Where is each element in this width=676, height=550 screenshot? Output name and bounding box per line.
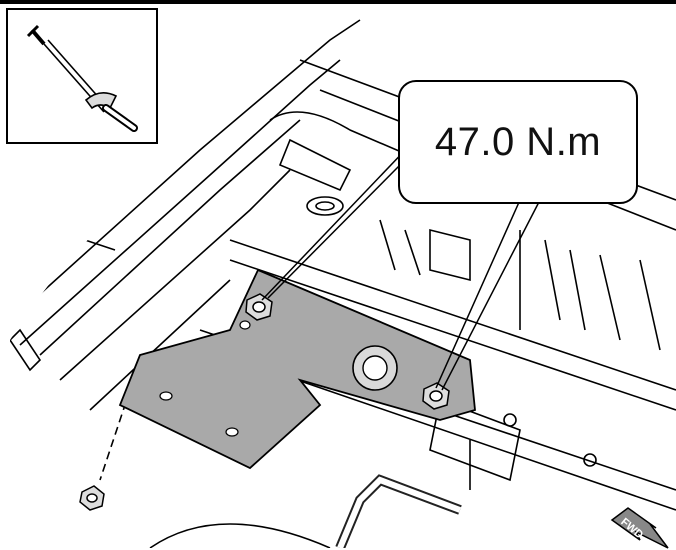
bracket-plate bbox=[118, 268, 476, 470]
torque-wrench-icon bbox=[26, 24, 138, 132]
forward-arrow-icon bbox=[610, 507, 669, 549]
torque-callout: 47.0 N.m bbox=[398, 80, 638, 204]
top-border bbox=[0, 0, 676, 4]
nut-left bbox=[79, 485, 105, 511]
side-panel-inner bbox=[19, 59, 341, 346]
leader-lines bbox=[261, 144, 541, 391]
frame-rail bbox=[229, 239, 676, 391]
bolt-upper bbox=[245, 293, 273, 321]
side-panel bbox=[10, 19, 361, 331]
torque-value: 47.0 N.m bbox=[434, 119, 602, 164]
tool-inset-drawing bbox=[26, 24, 138, 132]
